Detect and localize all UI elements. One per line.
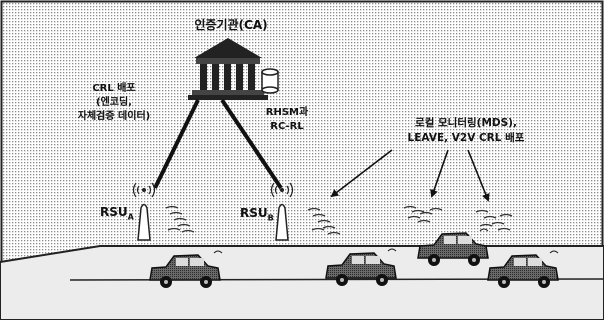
ca-label: 인증기관(CA) <box>176 16 286 33</box>
rsu-b-text: RSU <box>240 206 268 220</box>
rsu-a-label: RSUA <box>100 205 134 221</box>
crl-note-line-1: CRL 배포 <box>62 82 166 96</box>
mds-note: 로컬 모니터링(MDS), LEAVE, V2V CRL 배포 <box>376 116 556 146</box>
rsu-b-subscript: B <box>268 213 274 222</box>
rsu-a-text: RSU <box>100 205 128 219</box>
mds-note-line-2: LEAVE, V2V CRL 배포 <box>376 131 556 146</box>
crl-distribution-note: CRL 배포 (엔코딩, 자체검증 데이터) <box>62 82 166 124</box>
rsu-b-label: RSUB <box>240 206 274 222</box>
rhsm-note-line-1: RHSM과 <box>252 106 322 120</box>
rsu-a-subscript: A <box>128 212 134 221</box>
rhsm-rcrl-note: RHSM과 RC-RL <box>252 106 322 134</box>
rhsm-note-line-2: RC-RL <box>252 120 322 134</box>
crl-note-line-2: (엔코딩, <box>62 96 166 110</box>
database-icon <box>262 69 278 93</box>
crl-note-line-3: 자체검증 데이터) <box>62 110 166 124</box>
mds-note-line-1: 로컬 모니터링(MDS), <box>376 116 556 131</box>
